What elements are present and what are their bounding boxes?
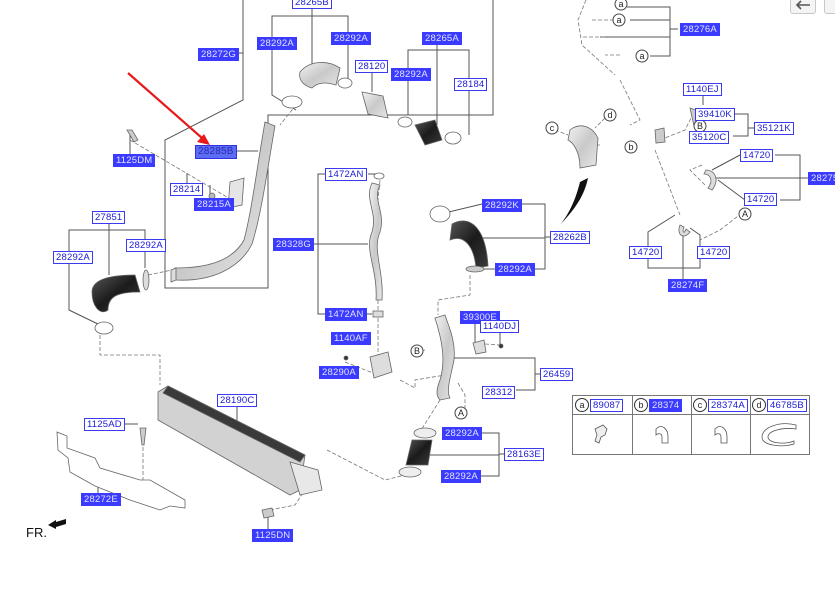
elbow-28265B — [299, 62, 341, 89]
hose-28328G — [369, 182, 383, 301]
part-label-28120[interactable]: 28120 — [355, 60, 389, 73]
callout-b-1: b — [624, 140, 638, 154]
hose-27851 — [91, 274, 141, 313]
legend-cell-c: c 28374A — [691, 396, 751, 454]
svg-text:b: b — [628, 142, 633, 152]
part-label-28262B[interactable]: 28262B — [550, 231, 590, 244]
part-label-14720[interactable]: 14720 — [744, 193, 778, 206]
part-label-14720[interactable]: 14720 — [697, 246, 731, 259]
part-label-26459[interactable]: 26459 — [540, 368, 574, 381]
part-label-28292A[interactable]: 28292A — [257, 37, 297, 50]
callout-a-1: a — [614, 0, 628, 11]
part-label-28292K[interactable]: 28292K — [482, 199, 522, 212]
svg-text:c: c — [550, 123, 555, 133]
part-label-28184[interactable]: 28184 — [454, 78, 488, 91]
svg-text:a: a — [639, 51, 644, 61]
part-label-28292A[interactable]: 28292A — [331, 32, 371, 45]
legend-cell-a: a 89087 — [573, 396, 633, 454]
arrow-left-icon — [795, 0, 810, 10]
part-label-28190C[interactable]: 28190C — [217, 394, 258, 407]
part-label-39410K[interactable]: 39410K — [695, 108, 735, 121]
bracket-28272E — [56, 431, 186, 511]
legend-cell-b: b 28374 — [632, 396, 692, 454]
hose-c-icon — [714, 426, 728, 444]
svg-text:a: a — [616, 15, 621, 25]
part-label-28292A[interactable]: 28292A — [53, 251, 93, 264]
svg-text:B: B — [697, 121, 703, 131]
part-label-28285B-selected[interactable]: 28285B — [195, 145, 237, 159]
legend-part-28374[interactable]: 28374 — [649, 399, 683, 412]
part-label-28265A[interactable]: 28265A — [422, 32, 462, 45]
legend-cell-d: d 46785B — [750, 396, 809, 454]
part-label-28163E[interactable]: 28163E — [504, 448, 544, 461]
legend-part-89087[interactable]: 89087 — [590, 399, 624, 412]
svg-text:d: d — [607, 110, 612, 120]
hose-28262B — [449, 220, 489, 269]
svg-text:B: B — [414, 346, 420, 356]
part-label-28274F[interactable]: 28274F — [668, 279, 708, 292]
front-arrow-icon — [48, 519, 66, 529]
part-label-1140EJ[interactable]: 1140EJ — [683, 83, 722, 96]
hose-b-icon — [655, 426, 669, 444]
part-label-28292A[interactable]: 28292A — [442, 427, 482, 440]
red-arrow-icon — [127, 72, 210, 145]
legend-part-46785B[interactable]: 46785B — [767, 399, 807, 412]
part-label-1125AD[interactable]: 1125AD — [84, 418, 125, 431]
part-label-28272G[interactable]: 28272G — [198, 48, 240, 61]
svg-text:a: a — [618, 0, 623, 9]
part-label-1125DM[interactable]: 1125DM — [113, 154, 156, 167]
part-label-28275[interactable]: 28275 — [808, 172, 835, 185]
part-label-1125DN[interactable]: 1125DN — [252, 529, 294, 542]
svg-text:A: A — [458, 408, 464, 418]
part-label-28276A[interactable]: 28276A — [680, 23, 720, 36]
callout-A-1: A — [738, 207, 752, 221]
part-label-1472AN[interactable]: 1472AN — [325, 168, 367, 181]
callout-c: c — [545, 121, 559, 135]
part-label-28292A[interactable]: 28292A — [495, 263, 535, 276]
front-indicator: FR. — [26, 525, 47, 540]
part-label-1472AN[interactable]: 1472AN — [325, 308, 367, 321]
part-label-28328G[interactable]: 28328G — [273, 238, 315, 251]
part-label-28292A[interactable]: 28292A — [441, 470, 481, 483]
part-label-28290A[interactable]: 28290A — [319, 366, 359, 379]
svg-text:A: A — [742, 209, 748, 219]
legend-part-28374A[interactable]: 28374A — [708, 399, 748, 412]
part-label-27851[interactable]: 27851 — [92, 211, 126, 224]
part-label-28265B[interactable]: 28265B — [292, 0, 332, 9]
frame-upper — [164, 0, 494, 289]
part-label-14720[interactable]: 14720 — [629, 246, 663, 259]
back-button[interactable] — [790, 0, 816, 14]
part-label-14720[interactable]: 14720 — [740, 149, 774, 162]
part-label-35120C[interactable]: 35120C — [689, 131, 730, 144]
callout-a-3: a — [635, 49, 649, 63]
part-label-1140AF[interactable]: 1140AF — [331, 332, 371, 345]
part-label-28312[interactable]: 28312 — [482, 386, 516, 399]
callout-B-2: B — [410, 344, 424, 358]
elbow-cd — [567, 125, 599, 169]
callout-a-2: a — [612, 13, 626, 27]
part-label-1140DJ[interactable]: 1140DJ — [480, 320, 520, 333]
part-label-35121K[interactable]: 35121K — [754, 122, 794, 135]
part-label-28292A[interactable]: 28292A — [391, 68, 431, 81]
callout-A-2: A — [454, 406, 468, 420]
callout-d: d — [603, 108, 617, 122]
part-label-28215A[interactable]: 28215A — [194, 198, 234, 211]
hose-28163E — [405, 439, 433, 466]
legend-table: a 89087 b 28374 c 28374A d 46785B — [572, 395, 810, 455]
direction-wedge-icon — [560, 178, 588, 225]
clamp-band-icon — [761, 423, 797, 447]
part-label-28272E[interactable]: 28272E — [81, 493, 121, 506]
part-label-28214[interactable]: 28214 — [170, 183, 204, 196]
clip-icon — [594, 424, 608, 444]
pipe-28312 — [434, 314, 455, 401]
next-button[interactable] — [824, 0, 835, 14]
part-label-28292A[interactable]: 28292A — [126, 239, 166, 252]
